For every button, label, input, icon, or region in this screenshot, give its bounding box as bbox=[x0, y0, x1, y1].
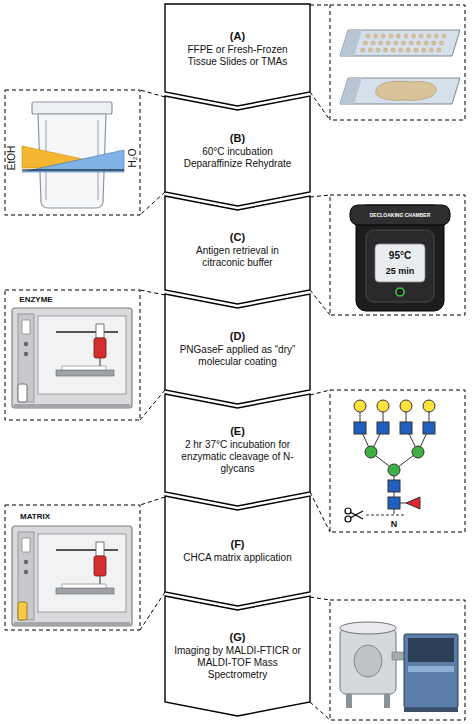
step-letter: (B) bbox=[230, 132, 245, 146]
process-step: (G)Imaging by MALDI-FTICR or MALDI-TOF M… bbox=[165, 596, 310, 716]
slide-tma bbox=[340, 30, 460, 56]
step-letter: (E) bbox=[230, 425, 245, 439]
chevron-outline bbox=[165, 96, 310, 206]
step-text: 2 hr 37°C incubation for enzymatic cleav… bbox=[174, 439, 301, 475]
step-chevron bbox=[165, 394, 310, 506]
enzyme-sprayer bbox=[12, 308, 132, 408]
step-text: Imaging by MALDI-FTICR or MALDI-TOF Mass… bbox=[174, 645, 301, 681]
leader-line bbox=[310, 702, 330, 720]
n-glycan bbox=[345, 400, 435, 522]
step-letter: (C) bbox=[230, 231, 245, 245]
step-content: (G)Imaging by MALDI-FTICR or MALDI-TOF M… bbox=[165, 596, 310, 716]
chevron-outline bbox=[165, 496, 310, 606]
screen-text: 95°C bbox=[389, 251, 411, 261]
leader-line bbox=[140, 192, 165, 215]
frame bbox=[5, 5, 465, 720]
process-step: (D)PNGaseF applied as “dry” molecular co… bbox=[165, 294, 310, 404]
leader-line bbox=[310, 195, 330, 197]
step-text: Antigen retrieval in citraconic buffer bbox=[174, 245, 301, 269]
leader-line bbox=[140, 290, 165, 295]
leader-line bbox=[310, 5, 330, 6]
step-text: CHCA matrix application bbox=[183, 552, 291, 564]
step-letter: (A) bbox=[230, 30, 245, 44]
leader-line bbox=[140, 497, 165, 505]
step-content: (E)2 hr 37°C incubation for enzymatic cl… bbox=[165, 394, 310, 506]
leader-line bbox=[310, 597, 330, 600]
step-chevron bbox=[165, 496, 310, 606]
chevron-outline bbox=[165, 196, 310, 304]
step-text: PNGaseF applied as “dry” molecular coati… bbox=[174, 344, 301, 368]
leader-line bbox=[310, 92, 330, 120]
leader-line bbox=[310, 290, 330, 315]
step-content: (F)CHCA matrix application bbox=[165, 496, 310, 606]
chevron-outline bbox=[165, 596, 310, 716]
leader-line bbox=[140, 592, 165, 630]
chevron-outline bbox=[165, 294, 310, 404]
step-letter: (F) bbox=[230, 538, 244, 552]
solvent-label: H₂O bbox=[128, 149, 138, 168]
step-chevron bbox=[165, 4, 310, 106]
instrument-label: MATRIX bbox=[20, 513, 50, 521]
step-content: (A)FFPE or Fresh-Frozen Tissue Slides or… bbox=[165, 4, 310, 106]
process-step: (C)Antigen retrieval in citraconic buffe… bbox=[165, 196, 310, 304]
leader-line bbox=[310, 492, 330, 532]
process-step: (F)CHCA matrix application bbox=[165, 496, 310, 606]
device-label: DECLOAKING CHAMBER bbox=[370, 213, 431, 218]
staining-jar bbox=[22, 102, 124, 208]
step-content: (B)60°C incubation Deparaffinize Rehydra… bbox=[165, 96, 310, 206]
slide-tissue bbox=[340, 78, 460, 104]
step-content: (D)PNGaseF applied as “dry” molecular co… bbox=[165, 294, 310, 404]
process-step: (A)FFPE or Fresh-Frozen Tissue Slides or… bbox=[165, 4, 310, 106]
step-chevron bbox=[165, 596, 310, 716]
decloaking-chamber bbox=[350, 205, 450, 311]
matrix-sprayer bbox=[12, 526, 132, 626]
leader-line bbox=[140, 390, 165, 420]
step-text: 60°C incubation Deparaffinize Rehydrate bbox=[174, 146, 301, 170]
leader-line bbox=[310, 390, 330, 395]
process-step: (E)2 hr 37°C incubation for enzymatic cl… bbox=[165, 394, 310, 506]
process-step: (B)60°C incubation Deparaffinize Rehydra… bbox=[165, 96, 310, 206]
chevron-outline bbox=[165, 394, 310, 506]
solvent-label: EtOH bbox=[7, 146, 17, 170]
step-letter: (D) bbox=[230, 330, 245, 344]
step-letter: (G) bbox=[230, 631, 246, 645]
instrument-label: ENZYME bbox=[19, 296, 52, 304]
step-text: FFPE or Fresh-Frozen Tissue Slides or TM… bbox=[174, 44, 301, 68]
screen-text: 25 min bbox=[386, 267, 415, 276]
leader-line bbox=[140, 90, 165, 97]
chevron-outline bbox=[165, 4, 310, 106]
glycan-label: N bbox=[391, 520, 398, 529]
step-content: (C)Antigen retrieval in citraconic buffe… bbox=[165, 196, 310, 304]
mass-spectrometer bbox=[340, 622, 458, 712]
